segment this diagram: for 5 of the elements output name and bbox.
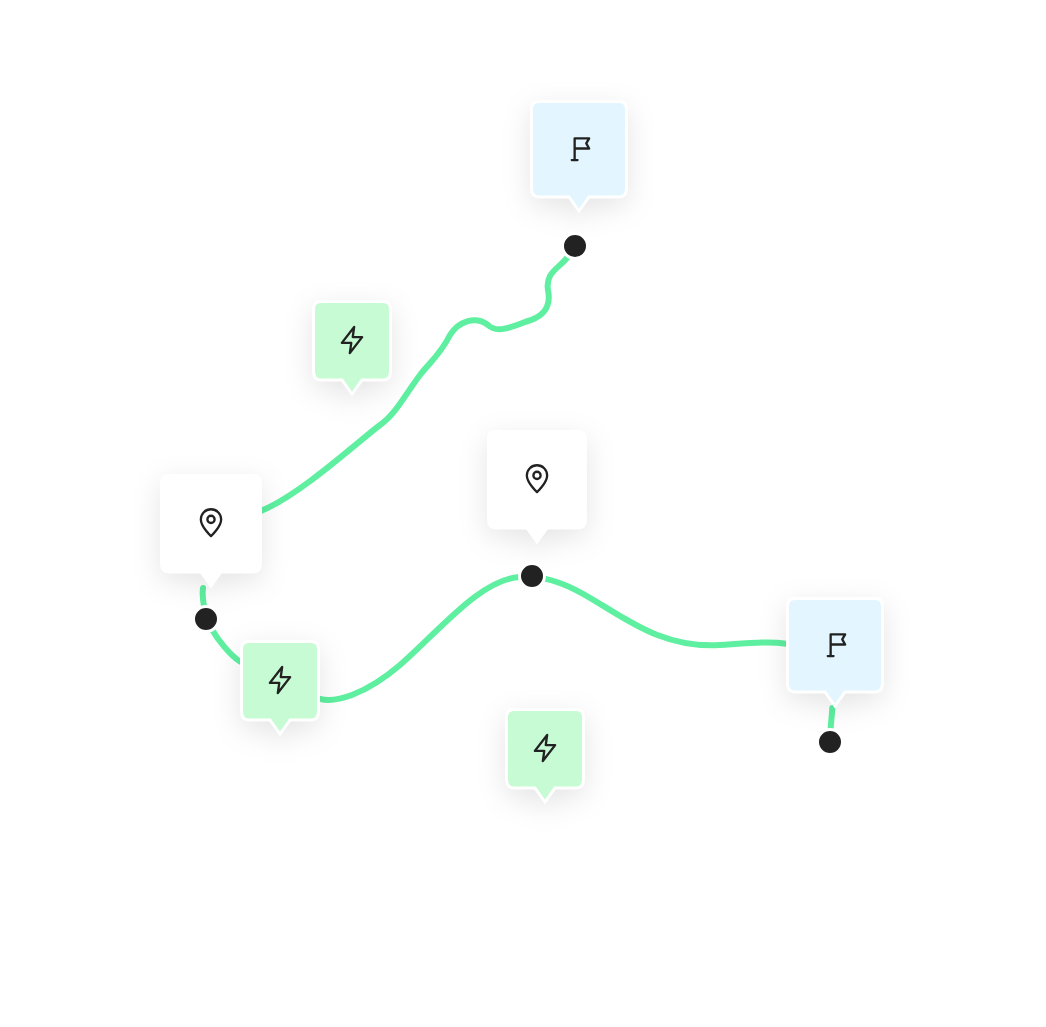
route-dot <box>192 605 220 633</box>
route-dot <box>518 562 546 590</box>
route-dot <box>816 728 844 756</box>
map-marker-callout <box>786 597 884 708</box>
route-dot <box>561 232 589 260</box>
